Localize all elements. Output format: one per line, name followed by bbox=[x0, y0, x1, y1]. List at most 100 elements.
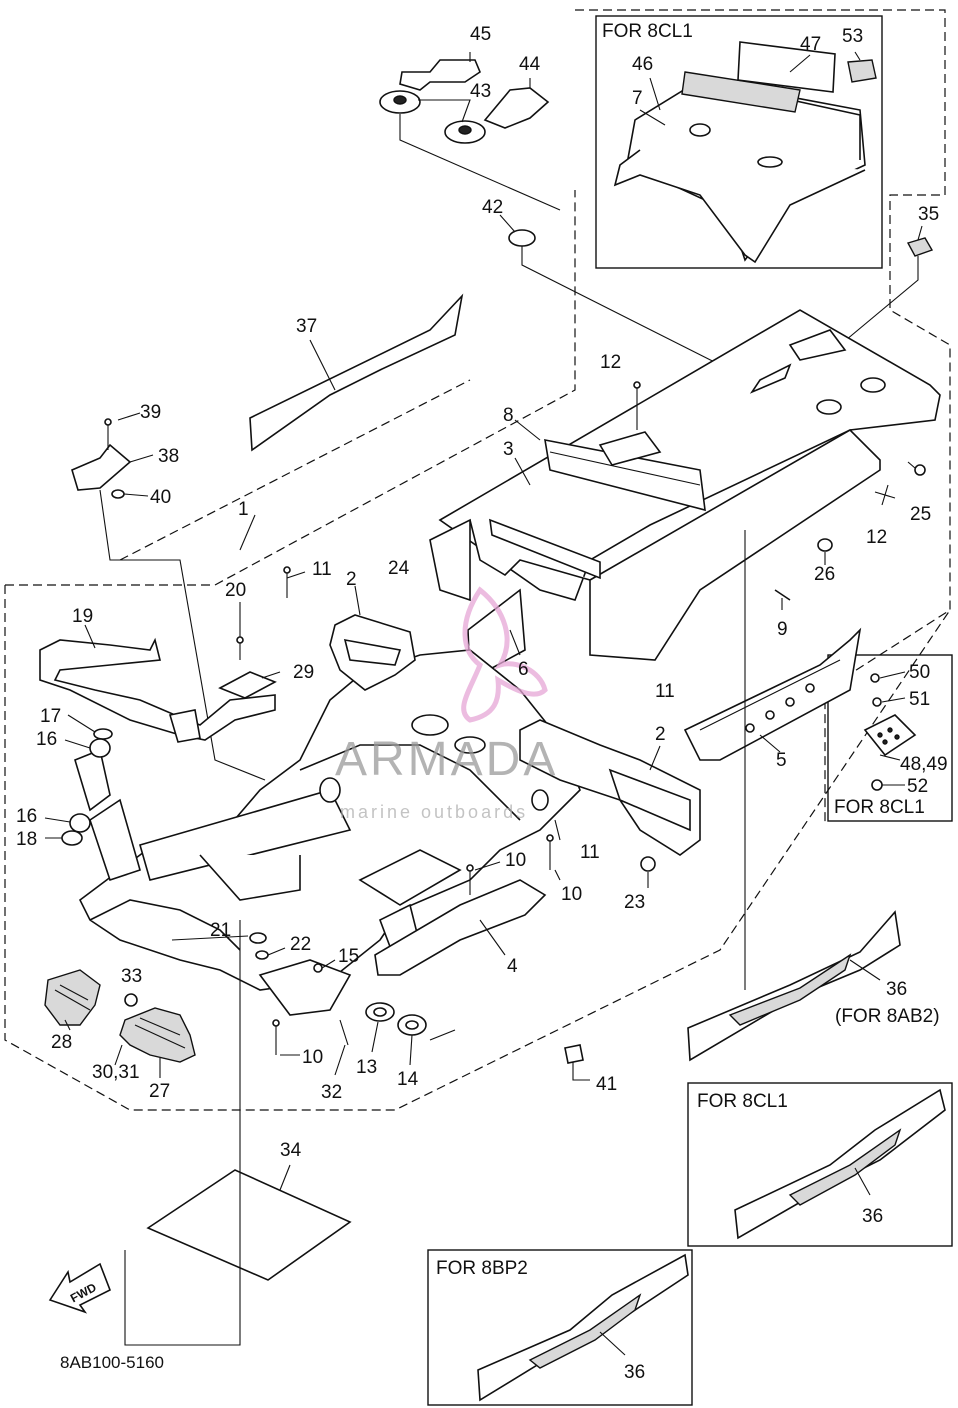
callout-50: 50 bbox=[909, 662, 930, 683]
callout-42: 42 bbox=[482, 197, 503, 218]
callout-20: 20 bbox=[225, 580, 246, 601]
pad-45 bbox=[399, 59, 481, 91]
watermark-brand: ARMADA bbox=[335, 733, 558, 786]
seat-cover-assembly bbox=[613, 41, 877, 264]
variant-box-right: FOR 8CL1 bbox=[827, 654, 953, 822]
callout-33: 33 bbox=[121, 966, 142, 987]
callout-36-8ab2: 36 bbox=[886, 979, 907, 1000]
callout-12b: 12 bbox=[866, 527, 887, 548]
callout-47: 47 bbox=[800, 34, 821, 55]
callout-4: 4 bbox=[507, 956, 518, 977]
side-rail-2-right bbox=[519, 719, 701, 856]
variant-box-decal-8bp2-title: FOR 8BP2 bbox=[436, 1258, 528, 1279]
callout-7: 7 bbox=[632, 88, 643, 109]
callout-10b: 10 bbox=[561, 884, 582, 905]
decal-36-8cl1 bbox=[734, 1088, 946, 1240]
watermark: ARMADA marine outboards bbox=[335, 586, 558, 822]
grommet-42 bbox=[499, 214, 771, 391]
callout-48-49: 48,49 bbox=[900, 754, 948, 775]
main-frame-dashed-outline bbox=[4, 190, 951, 1111]
callout-11c: 11 bbox=[580, 842, 600, 863]
callout-53: 53 bbox=[842, 26, 863, 47]
cap-53 bbox=[847, 59, 877, 83]
callout-16b: 16 bbox=[16, 806, 37, 827]
callout-44: 44 bbox=[519, 54, 541, 75]
callout-2b: 2 bbox=[655, 724, 666, 745]
callout-labels: 45 44 43 47 53 46 7 42 35 37 12 39 38 40… bbox=[16, 24, 948, 1383]
variant-box-top-title: FOR 8CL1 bbox=[602, 21, 693, 42]
callout-35: 35 bbox=[918, 204, 939, 225]
callout-12a: 12 bbox=[600, 352, 621, 373]
callout-26: 26 bbox=[814, 564, 835, 585]
boot-28 bbox=[44, 969, 101, 1026]
callout-46: 46 bbox=[632, 54, 653, 75]
clamps-13-14 bbox=[365, 1002, 427, 1066]
skid-plate-4 bbox=[374, 879, 547, 976]
callout-14: 14 bbox=[397, 1069, 419, 1090]
variant-box-decal-8bp2: FOR 8BP2 bbox=[427, 1249, 693, 1406]
main-chassis-1 bbox=[74, 649, 581, 1016]
decal-46 bbox=[681, 71, 801, 113]
watermark-logo-icon bbox=[461, 586, 548, 723]
callout-52: 52 bbox=[907, 776, 928, 797]
fwd-arrow-icon: FWD bbox=[48, 1262, 112, 1314]
callout-39: 39 bbox=[140, 402, 161, 423]
callout-51: 51 bbox=[909, 689, 930, 710]
grab-handle-19 bbox=[39, 602, 281, 743]
cap-41 bbox=[564, 1044, 590, 1081]
fasteners-lower bbox=[124, 819, 656, 1076]
callout-3: 3 bbox=[503, 439, 514, 460]
callout-9: 9 bbox=[777, 619, 788, 640]
bracket-38-39-40 bbox=[71, 412, 266, 781]
callout-10c: 10 bbox=[302, 1047, 323, 1068]
pad-44 bbox=[483, 87, 550, 129]
variant-box-top: FOR 8CL1 bbox=[595, 15, 883, 269]
callout-29: 29 bbox=[293, 662, 314, 683]
callout-11b: 11 bbox=[655, 681, 675, 702]
callout-23: 23 bbox=[624, 892, 645, 913]
callout-24: 24 bbox=[388, 558, 410, 579]
callout-1: 1 bbox=[238, 499, 249, 520]
callout-2a: 2 bbox=[346, 569, 357, 590]
callout-32: 32 bbox=[321, 1082, 342, 1103]
callout-10a: 10 bbox=[505, 850, 526, 871]
callout-15: 15 bbox=[338, 946, 359, 967]
variant-label-8ab2: (FOR 8AB2) bbox=[835, 1006, 940, 1027]
boots-27-28 bbox=[44, 969, 196, 1078]
main-deck-frame bbox=[239, 309, 941, 661]
callout-36-8bp2: 36 bbox=[624, 1362, 645, 1383]
decal-37 bbox=[249, 293, 464, 452]
callout-28: 28 bbox=[51, 1032, 72, 1053]
callout-21: 21 bbox=[210, 920, 231, 941]
callout-43: 43 bbox=[470, 81, 491, 102]
callout-11a: 11 bbox=[312, 559, 332, 580]
callout-13: 13 bbox=[356, 1057, 377, 1078]
rail-8 bbox=[544, 438, 706, 512]
cap-35 bbox=[839, 225, 934, 346]
callout-19: 19 bbox=[72, 606, 93, 627]
switch-plate-48-49 bbox=[863, 671, 917, 791]
decal-36-8ab2 bbox=[687, 530, 901, 1062]
variant-box-decal-8cl1-title: FOR 8CL1 bbox=[697, 1091, 788, 1112]
callout-18: 18 bbox=[16, 829, 37, 850]
callout-38: 38 bbox=[158, 446, 179, 467]
callout-17: 17 bbox=[40, 706, 61, 727]
side-rail-2-left bbox=[329, 585, 416, 691]
callout-40: 40 bbox=[150, 487, 171, 508]
pad-parts-43-45 bbox=[379, 52, 561, 211]
diagram-part-code: 8AB100-5160 bbox=[60, 1353, 164, 1372]
frame-upper-dashed bbox=[119, 379, 471, 561]
callout-30-31: 30,31 bbox=[92, 1062, 140, 1083]
side-bracket-5 bbox=[467, 588, 862, 761]
bracket-5 bbox=[683, 627, 862, 761]
callout-45: 45 bbox=[470, 24, 491, 45]
callout-41: 41 bbox=[596, 1074, 617, 1095]
callout-25: 25 bbox=[910, 504, 931, 525]
fasteners-upper bbox=[283, 381, 926, 610]
callout-5: 5 bbox=[776, 750, 787, 771]
bushings-16-17-18 bbox=[44, 714, 113, 846]
plate-29 bbox=[218, 671, 277, 699]
callout-22: 22 bbox=[290, 934, 311, 955]
callout-6: 6 bbox=[518, 659, 529, 680]
